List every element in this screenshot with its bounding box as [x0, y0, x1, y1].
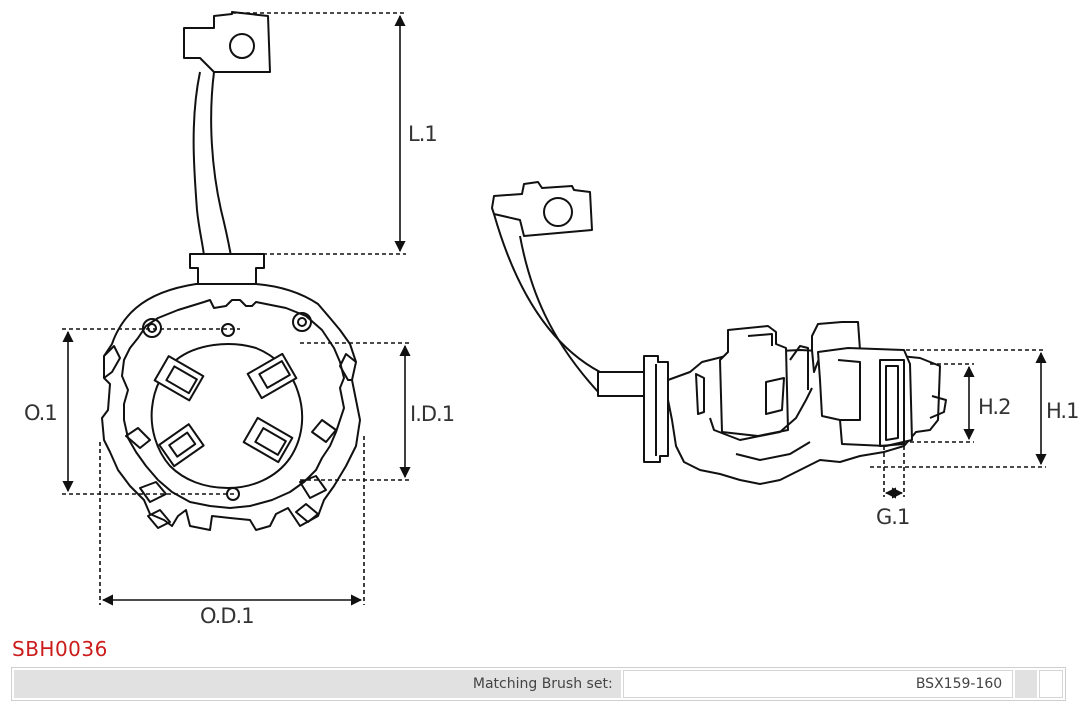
left-dimension-lines [62, 12, 412, 606]
part-code: SBH0036 [12, 637, 108, 661]
spec-table: Matching Brush set: BSX159-160 [11, 667, 1066, 701]
label-h2: H.2 [978, 395, 1010, 419]
label-o1: O.1 [24, 401, 57, 425]
technical-drawing: L.1 O.1 I.D.1 O.D.1 [24, 11, 1079, 628]
matching-brush-set-value[interactable]: BSX159-160 [622, 670, 1014, 698]
matching-brush-set-label: Matching Brush set: [14, 670, 621, 698]
spec-extra-cell [1015, 670, 1038, 698]
label-od1: O.D.1 [200, 604, 254, 628]
brush-holder-top-view [101, 11, 361, 531]
label-h1: H.1 [1046, 399, 1078, 423]
spec-extra-cell [1039, 670, 1064, 698]
right-dimension-lines [870, 349, 1047, 499]
label-id1: I.D.1 [410, 402, 454, 426]
label-g1: G.1 [876, 505, 909, 529]
brush-holder-side-view [491, 181, 947, 485]
label-l1: L.1 [408, 122, 437, 146]
